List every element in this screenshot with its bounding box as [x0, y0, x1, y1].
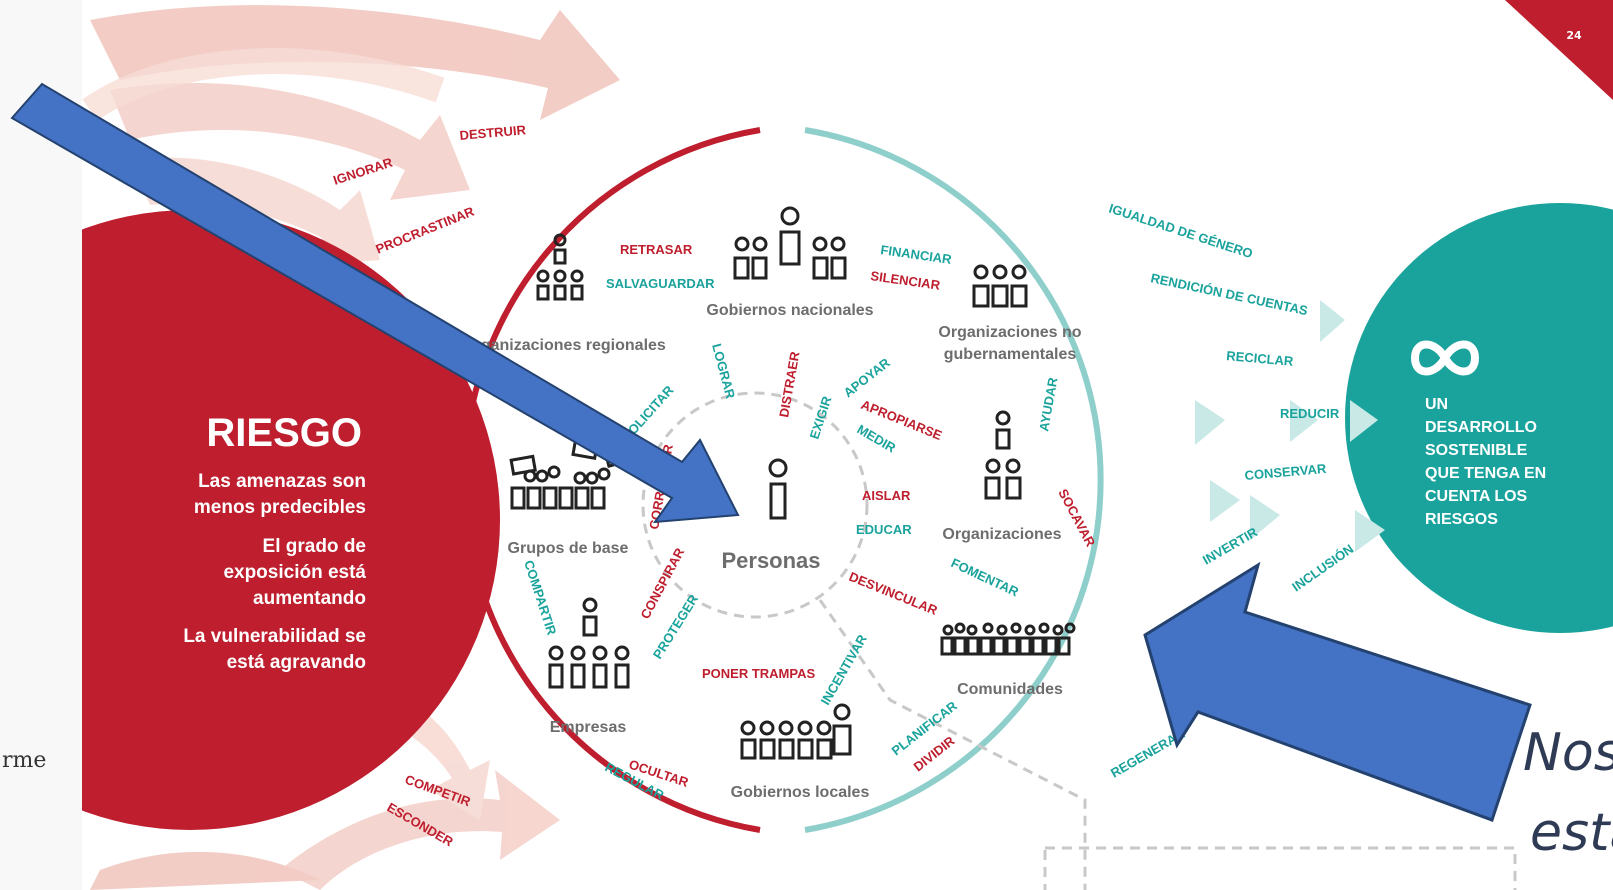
verb-poner-trampas: PONER TRAMPAS: [702, 666, 815, 681]
risk-line: exposición está: [223, 562, 366, 583]
infinity-icon: [1410, 340, 1480, 376]
verb-medir: MEDIR: [855, 422, 899, 456]
actors-circle-teal-arc: [804, 127, 1104, 833]
risk-line: menos predecibles: [194, 497, 366, 518]
risk-line: El grado de: [263, 536, 366, 557]
risk-description: Las amenazas son menos predecibles El gr…: [183, 471, 366, 673]
verb-retrasar: RETRASAR: [620, 242, 693, 257]
actors-circle-red-arc: [461, 127, 761, 833]
companies-icon: [548, 597, 630, 689]
outcome-line: QUE TENGA EN: [1425, 465, 1546, 482]
people-icons: [509, 206, 1076, 760]
verb-procrastinar: PROCRASTINAR: [374, 203, 477, 256]
risk-line: está agravando: [227, 652, 366, 673]
risk-circle: [0, 210, 500, 830]
outcome-line: CUENTA LOS: [1425, 488, 1528, 505]
national-government-icon: [733, 206, 847, 280]
organizations-icon: [984, 410, 1022, 500]
dashed-box: [1043, 846, 1517, 890]
communities-icon: [940, 622, 1076, 656]
verb-salvaguardar: SALVAGUARDAR: [606, 276, 715, 291]
verb-reciclar: RECICLAR: [1226, 348, 1295, 369]
verb-lograr: LOGRAR: [709, 342, 738, 401]
outcome-text: UN DESARROLLO SOSTENIBLE QUE TENGA EN CU…: [1425, 396, 1546, 528]
verb-distraer: DISTRAER: [776, 350, 802, 419]
left-cropped-text: rme: [2, 748, 46, 773]
ngo-icon: [972, 264, 1028, 308]
risk-line: La vulnerabilidad se: [183, 626, 366, 647]
verb-socavar: SOCAVAR: [1055, 486, 1098, 549]
local-government-icon: [740, 703, 852, 760]
verb-ignorar: IGNORAR: [331, 154, 395, 187]
risk-title: RIESGO: [206, 411, 362, 455]
actor-label-regional: Organizaciones regionales: [462, 337, 666, 354]
actor-label-local: Gobiernos locales: [731, 784, 870, 801]
verb-apoyar: APOYAR: [841, 355, 894, 401]
outcome-line: SOSTENIBLE: [1425, 442, 1528, 459]
verb-ayudar: AYUDAR: [1036, 376, 1060, 433]
verb-fomentar: FOMENTAR: [949, 555, 1022, 600]
outcome-line: UN: [1425, 396, 1448, 413]
verb-igualdad: IGUALDAD DE GÉNERO: [1107, 201, 1255, 262]
page-corner: [1505, 0, 1613, 100]
verb-rendicion: RENDICIÓN DE CUENTAS: [1149, 270, 1309, 318]
verb-educar: EDUCAR: [856, 522, 912, 537]
teal-chevrons: [1195, 300, 1385, 552]
risk-line: Las amenazas son: [198, 471, 366, 492]
outcome-line: RIESGOS: [1425, 511, 1498, 528]
actor-label-organizations: Organizaciones: [942, 526, 1061, 543]
verb-conservar: CONSERVAR: [1244, 461, 1327, 483]
verb-compartir: COMPARTIR: [521, 558, 559, 637]
right-cropped-text-2: esta: [1530, 803, 1613, 863]
verb-silenciar: SILENCIAR: [870, 268, 942, 293]
page-number: 24: [1566, 29, 1582, 42]
verb-invertir: INVERTIR: [1200, 524, 1261, 568]
actor-label-companies: Empresas: [550, 719, 627, 736]
right-cropped-text: Nos: [1523, 723, 1613, 783]
annotation-arrow-diagonal: [10, 82, 740, 524]
inner-dashed-circle: [641, 391, 869, 619]
actor-label-center: Personas: [721, 548, 820, 573]
actor-label-grassroots: Grupos de base: [508, 540, 629, 557]
verb-aislar: AISLAR: [862, 488, 911, 503]
actor-label-national: Gobiernos nacionales: [706, 302, 873, 319]
outcome-circle: [1345, 203, 1613, 633]
verb-reducir: REDUCIR: [1280, 406, 1340, 421]
verb-inclusion: INCLUSIÓN: [1289, 541, 1356, 594]
annotation-arrow-large: [1143, 561, 1532, 822]
actor-label-communities: Comunidades: [957, 681, 1063, 698]
outcome-line: DESARROLLO: [1425, 419, 1537, 436]
regional-orgs-icon: [536, 233, 584, 301]
person-icon: [768, 458, 788, 520]
risk-line: aumentando: [253, 588, 366, 609]
verb-desvincular: DESVINCULAR: [847, 569, 940, 618]
actor-label-ngo: gubernamentales: [944, 346, 1077, 363]
verb-financiar: FINANCIAR: [880, 242, 953, 267]
actor-label-ngo: Organizaciones no: [938, 324, 1081, 341]
verb-incentivar: INCENTIVAR: [818, 632, 871, 708]
verb-exigir: EXIGIR: [807, 394, 835, 441]
verb-destruir: DESTRUIR: [459, 122, 527, 143]
